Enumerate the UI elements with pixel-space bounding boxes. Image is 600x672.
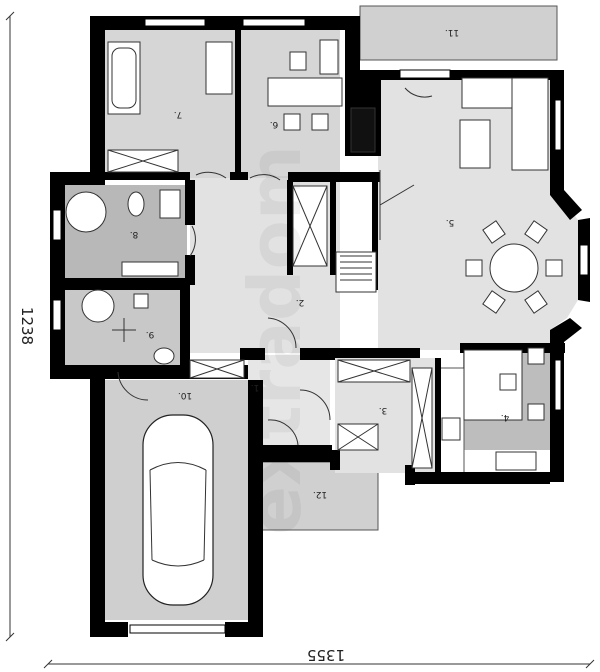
room-label-7: 7. <box>174 109 183 119</box>
room-label-1: 1. <box>251 382 260 392</box>
windows <box>52 18 589 634</box>
terrace-12 <box>261 461 379 531</box>
room-label-3: 3. <box>379 405 388 415</box>
room-label-2: 2. <box>296 297 305 307</box>
room-5-bay <box>550 195 578 330</box>
room-label-10: 10. <box>178 390 192 400</box>
height-dimension-label: 1238 <box>18 307 36 345</box>
room-label-4: 4. <box>501 412 510 422</box>
width-dimension-label: 1355 <box>307 646 345 664</box>
room-label-12: 12. <box>313 489 327 499</box>
room-label-5: 5. <box>446 217 455 227</box>
room-label-9: 9. <box>146 329 155 339</box>
watermark: extradom <box>233 145 317 535</box>
room-label-8: 8. <box>130 229 139 239</box>
room-label-6: 6. <box>270 119 279 129</box>
room-label-11: 11. <box>445 27 459 37</box>
fixtures <box>65 39 563 606</box>
terrace-11 <box>359 5 558 61</box>
dimension-lines <box>5 11 595 669</box>
room-labels: 7. 6. 5. 8. 2. 9. 10. 1. 3. 4. 11. 12. <box>130 27 510 499</box>
